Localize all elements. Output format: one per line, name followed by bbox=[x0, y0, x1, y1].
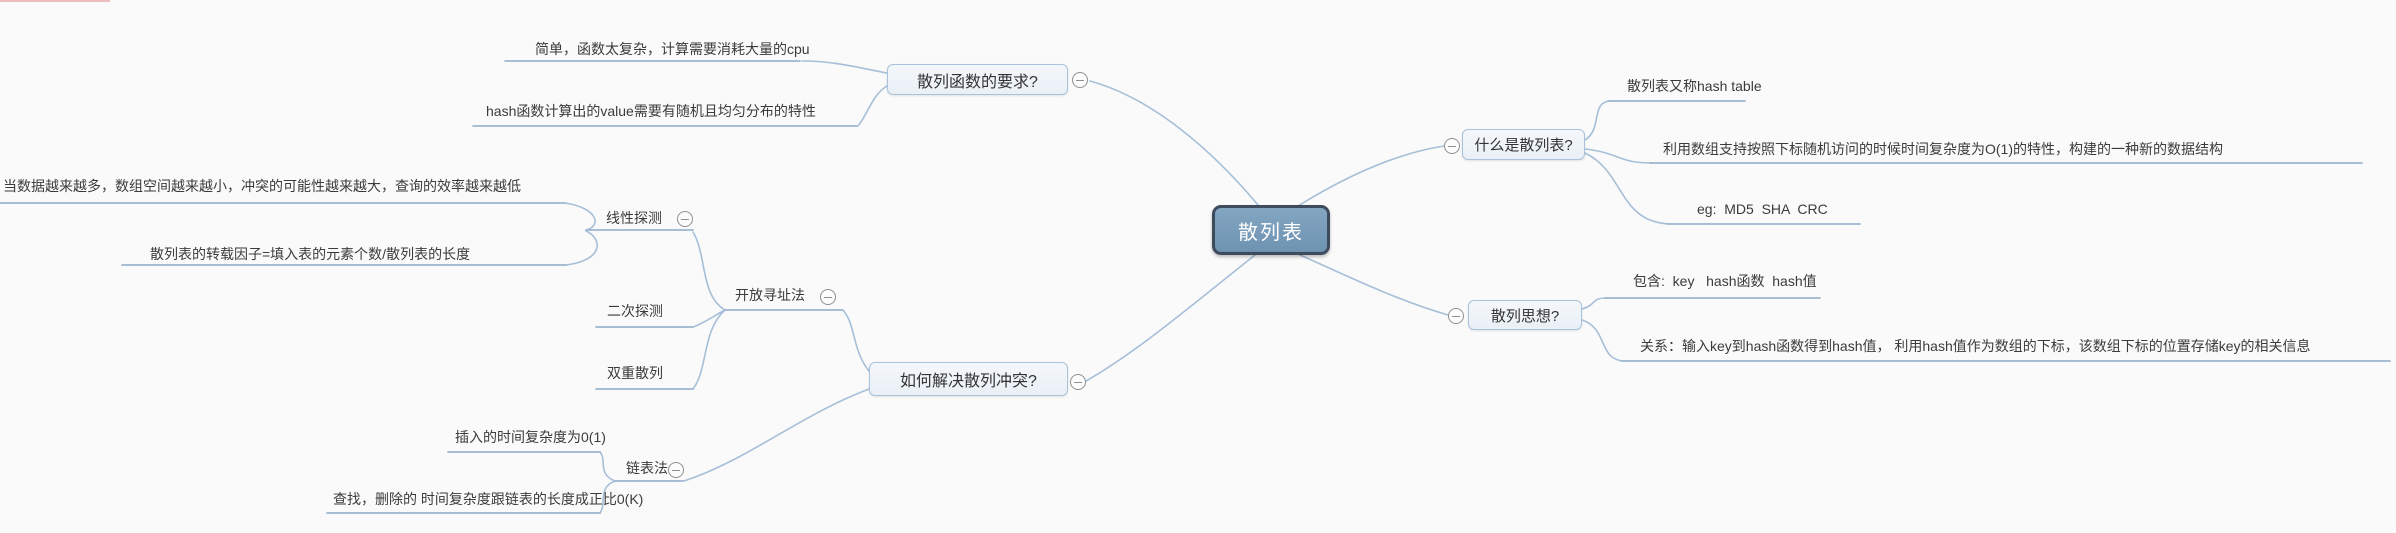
leaf-idea-relation[interactable]: 关系：输入key到hash函数得到hash值， 利用hash值作为数组的下标，该… bbox=[1640, 338, 2311, 354]
leaf-idea-contains[interactable]: 包含: key hash函数 hash值 bbox=[1633, 273, 1817, 289]
leaf-chaining-insert[interactable]: 插入的时间复杂度为0(1) bbox=[455, 429, 606, 445]
edge-resolve-to-openaddr bbox=[842, 309, 870, 372]
root-topic-hash-table[interactable]: 散列表 bbox=[1212, 205, 1330, 255]
topic-hash-fn-requirements[interactable]: 散列函数的要求? bbox=[887, 64, 1068, 95]
topic-what-is-hash-table[interactable]: 什么是散列表? bbox=[1462, 129, 1585, 160]
leaf-hashfn-simple[interactable]: 简单，函数太复杂，计算需要消耗大量的cpu bbox=[535, 41, 810, 57]
edge-resolve-to-chaining bbox=[683, 388, 870, 482]
leaf-whatis-examples[interactable]: eg: MD5 SHA CRC bbox=[1697, 201, 1828, 217]
leaf-hashfn-random[interactable]: hash函数计算出的value需要有随机且均匀分布的特性 bbox=[486, 103, 816, 119]
leaf-whatis-definition[interactable]: 利用数组支持按照下标随机访问的时候时间复杂度为O(1)的特性，构建的一种新的数据… bbox=[1663, 141, 2223, 157]
leaf-whatis-alias[interactable]: 散列表又称hash table bbox=[1627, 78, 1762, 94]
leaf-linear-note2[interactable]: 散列表的转载因子=填入表的元素个数/散列表的长度 bbox=[150, 246, 471, 262]
edge-whatis-to-eg bbox=[1584, 152, 1671, 225]
edge-linear-to-note1 bbox=[564, 202, 596, 231]
collapse-icon-what-is[interactable] bbox=[1444, 138, 1460, 154]
minus-icon bbox=[1076, 79, 1084, 81]
edge-root-to-hash-idea bbox=[1297, 253, 1449, 316]
edge-hashfn-to-simple bbox=[801, 60, 888, 74]
edge-whatis-to-def bbox=[1584, 148, 1653, 164]
edge-openaddr-to-double bbox=[692, 309, 726, 390]
minus-icon bbox=[681, 218, 689, 220]
minus-icon bbox=[824, 296, 832, 298]
collapse-icon-resolve[interactable] bbox=[1070, 374, 1086, 390]
screen-edge-artifact bbox=[0, 0, 110, 2]
subtopic-open-addressing[interactable]: 开放寻址法 bbox=[735, 287, 805, 303]
edge-openaddr-to-linear bbox=[692, 231, 726, 311]
edge-whatis-to-alias bbox=[1584, 100, 1612, 141]
subtopic-chaining[interactable]: 链表法 bbox=[626, 460, 668, 476]
edge-root-to-what-is bbox=[1297, 145, 1445, 207]
collapse-icon-linear-probing[interactable] bbox=[677, 211, 693, 227]
collapse-icon-hash-fn-req[interactable] bbox=[1072, 72, 1088, 88]
leaf-linear-note1[interactable]: 当数据越来越多，数组空间越来越小，冲突的可能性越来越大，查询的效率越来越低 bbox=[3, 178, 521, 194]
topic-hash-idea[interactable]: 散列思想? bbox=[1468, 300, 1582, 330]
minus-icon bbox=[1074, 381, 1082, 383]
edge-linear-to-note2 bbox=[565, 230, 598, 266]
minus-icon bbox=[1448, 145, 1456, 147]
leaf-chaining-find[interactable]: 查找，删除的 时间复杂度跟链表的长度成正比0(K) bbox=[333, 491, 644, 507]
edge-openaddr-to-quadratic bbox=[692, 309, 726, 328]
subtopic-quadratic-probing[interactable]: 二次探测 bbox=[607, 303, 663, 319]
topic-resolve-collision[interactable]: 如何解决散列冲突? bbox=[869, 362, 1068, 396]
edge-root-to-hash-fn-req bbox=[1089, 80, 1259, 206]
collapse-icon-chaining[interactable] bbox=[668, 462, 684, 478]
subtopic-linear-probing[interactable]: 线性探测 bbox=[606, 210, 662, 226]
edge-idea-to-contains bbox=[1581, 297, 1608, 310]
edge-root-to-resolve bbox=[1085, 254, 1256, 382]
minus-icon bbox=[1452, 315, 1460, 317]
collapse-icon-open-addressing[interactable] bbox=[820, 289, 836, 305]
minus-icon bbox=[672, 469, 680, 471]
collapse-icon-hash-idea[interactable] bbox=[1448, 308, 1464, 324]
edge-chaining-to-insert bbox=[599, 451, 616, 482]
subtopic-double-hashing[interactable]: 双重散列 bbox=[607, 365, 663, 381]
edge-idea-to-relation bbox=[1581, 319, 1625, 362]
edge-hashfn-to-random bbox=[857, 85, 888, 127]
